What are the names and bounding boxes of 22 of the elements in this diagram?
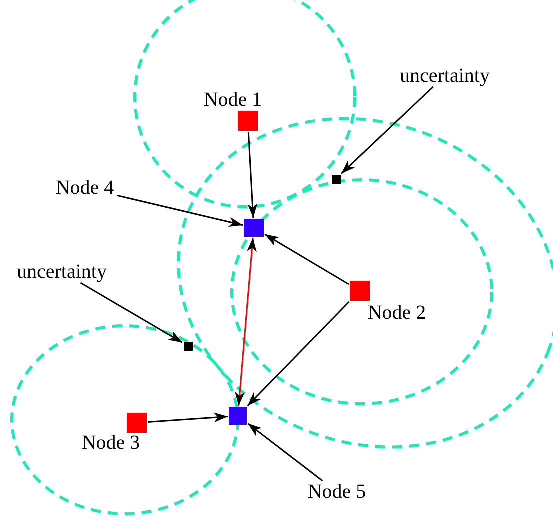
node-label: Node 5 bbox=[306, 482, 368, 502]
arrow bbox=[340, 86, 434, 174]
arrow bbox=[235, 238, 257, 406]
node-label: uncertainty bbox=[10, 262, 114, 282]
node-label: Node 2 bbox=[368, 303, 426, 323]
square-marker bbox=[350, 281, 370, 301]
arrow bbox=[148, 412, 228, 423]
arrow bbox=[247, 301, 350, 407]
arrow bbox=[116, 194, 244, 228]
square-marker bbox=[229, 407, 247, 425]
node-label: Node 3 bbox=[82, 433, 140, 453]
arrow bbox=[248, 423, 324, 482]
square-marker bbox=[184, 342, 192, 350]
square-marker bbox=[244, 219, 264, 237]
arrow bbox=[264, 234, 350, 286]
square-marker bbox=[127, 413, 147, 433]
square-marker bbox=[238, 111, 258, 131]
node-label: uncertainty bbox=[393, 66, 497, 86]
square-marker bbox=[332, 174, 340, 184]
arrow bbox=[80, 282, 183, 344]
node-label: Node 4 bbox=[54, 178, 116, 198]
node-label: Node 1 bbox=[204, 90, 262, 110]
